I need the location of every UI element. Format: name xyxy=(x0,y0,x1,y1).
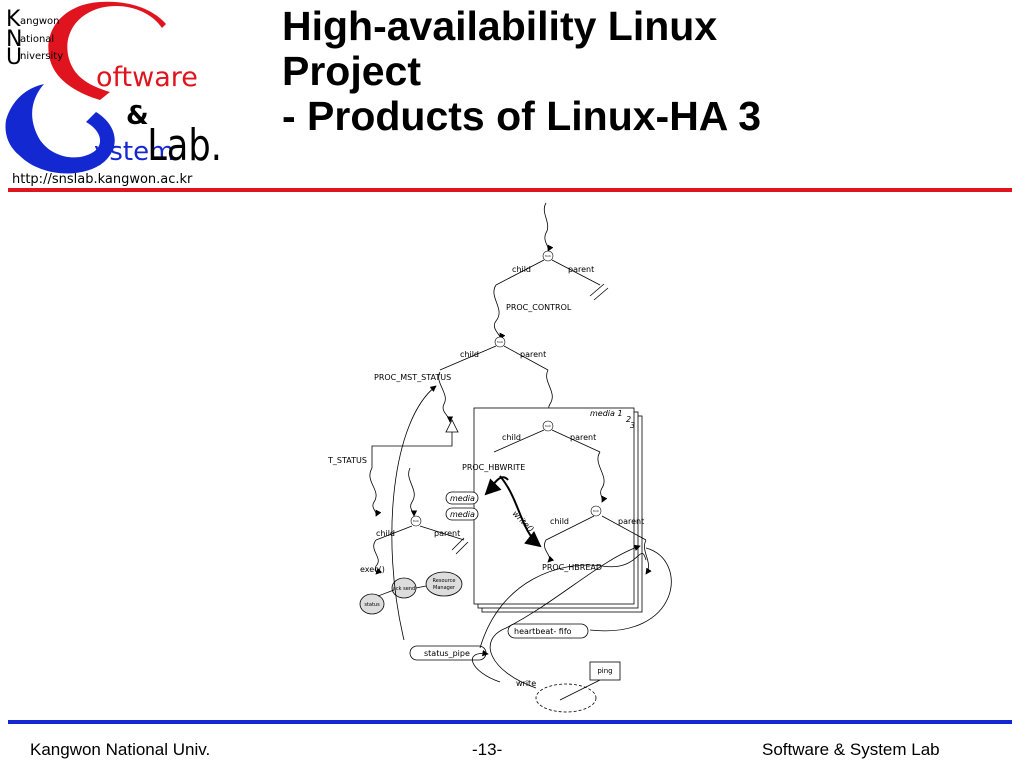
footer-divider xyxy=(8,720,1012,724)
label-media-box-2: media xyxy=(450,510,475,519)
label-media-1: media 1 xyxy=(590,409,623,418)
title-line-2: Project xyxy=(282,48,421,94)
fork-label-4: fork xyxy=(413,519,419,523)
label-media-2: 2 xyxy=(626,415,631,424)
logo-u-rest: niversity xyxy=(20,51,63,62)
logo-n: N xyxy=(6,27,22,52)
title-line-1: High-availability Linux xyxy=(282,3,718,49)
label-proc-hbwrite: PROC_HBWRITE xyxy=(462,463,525,472)
fork-label-3: fork xyxy=(545,424,551,428)
process-diagram: fork fork fork fork fork child parent PR… xyxy=(327,202,672,713)
label-child-1: child xyxy=(512,265,531,274)
logo-s-red xyxy=(48,1,166,101)
label-parent-5: parent xyxy=(618,517,644,526)
title-divider xyxy=(8,188,1012,192)
footer-lab-name: Software & System Lab xyxy=(762,740,940,759)
label-write: write xyxy=(516,679,536,688)
label-status-pipe: status_pipe xyxy=(424,649,470,658)
logo-ampersand: & xyxy=(126,101,149,131)
label-child-4: child xyxy=(376,529,395,538)
logo-s-blue xyxy=(5,84,115,174)
label-exec: exec() xyxy=(360,565,385,574)
label-parent-1: parent xyxy=(568,265,594,274)
logo-word-lab: Lab. xyxy=(147,120,222,171)
label-child-2: child xyxy=(460,350,479,359)
logo-word-system: ystem xyxy=(94,137,174,167)
label-child-5: child xyxy=(550,517,569,526)
label-ping: ping xyxy=(597,667,612,675)
label-parent-2: parent xyxy=(520,350,546,359)
fork-label-2: fork xyxy=(497,340,503,344)
label-proc-mst-status: PROC_MST_STATUS xyxy=(374,373,451,382)
label-proc-control: PROC_CONTROL xyxy=(506,303,572,312)
fork-label-5: fork xyxy=(593,509,599,513)
title-line-3: - Products of Linux-HA 3 xyxy=(282,93,762,139)
label-parent-3: parent xyxy=(570,433,596,442)
fork-label-1: fork xyxy=(545,254,551,258)
label-parent-4: parent xyxy=(434,529,460,538)
label-media-3: 3 xyxy=(630,421,635,430)
node-resource: Resource xyxy=(433,578,456,584)
logo-word-software: oftware xyxy=(96,62,198,93)
logo-k: K xyxy=(6,7,21,32)
logo-k-rest: angwon xyxy=(20,16,59,27)
node-manager: Manager xyxy=(433,585,456,591)
node-status: status xyxy=(364,602,380,608)
label-proc-hbread: PROC_HBREAD xyxy=(542,563,602,572)
node-ack-send: ack send xyxy=(393,586,415,592)
footer-university: Kangwon National Univ. xyxy=(30,740,211,759)
footer-page-number: -13- xyxy=(472,740,503,759)
label-heartbeat-fifo: heartbeat- fifo xyxy=(514,627,572,636)
lab-url[interactable]: http://snslab.kangwon.ac.kr xyxy=(12,172,193,187)
label-t-status: T_STATUS xyxy=(327,456,367,465)
label-media-box-1: media xyxy=(450,494,475,503)
logo-n-rest: ational xyxy=(20,34,54,45)
slide-title: High-availability Linux Project - Produc… xyxy=(282,4,1002,139)
label-child-3: child xyxy=(502,433,521,442)
lab-logo: K angwon N ational U niversity oftware &… xyxy=(5,1,222,174)
logo-u: U xyxy=(6,45,22,70)
